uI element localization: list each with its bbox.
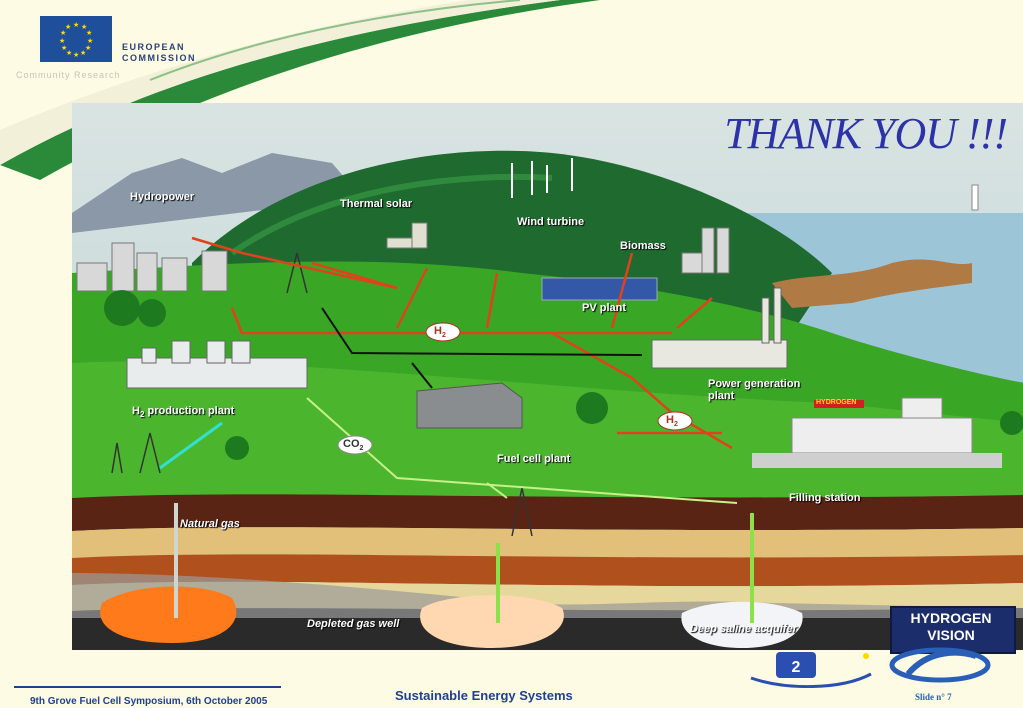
label-h2-production-text: production plant [147,405,235,417]
h2-badge-1-text: H [434,325,442,337]
h2-badge-2-text: H [666,414,674,426]
scene-illustration [72,103,1023,650]
institution-line-1: EUROPEAN [122,42,186,52]
svg-text:★: ★ [65,23,71,31]
co2-badge: CO2 [343,438,364,453]
label-natural-gas: Natural gas [180,518,240,530]
svg-text:★: ★ [73,51,79,59]
svg-text:★: ★ [73,21,79,29]
hydrogen-vision-box [890,606,1016,654]
footer-event: 9th Grove Fuel Cell Symposium, 6th Octob… [30,696,268,707]
svg-text:★: ★ [86,29,92,37]
label-wind-turbine: Wind turbine [517,216,585,228]
svg-text:★: ★ [87,37,93,45]
label-power-generation-line-2: plant [708,390,735,402]
label-power-generation: Power generation plant [708,378,800,402]
label-power-generation-line-1: Power generation [708,378,801,390]
svg-text:★: ★ [59,37,65,45]
eu-flag-logo: ★★★ ★★★ ★★★ ★★★ [40,16,112,62]
svg-text:★: ★ [61,44,67,52]
header-swoosh [0,0,600,180]
h2-badge-1: H2 [434,325,446,340]
label-deep-saline-acquifer: Deep saline acquifer [690,623,797,635]
svg-text:★: ★ [80,49,86,57]
directorate-text: Community Research [16,70,121,80]
hydrogen-vision-line-1: HYDROGEN [910,610,992,626]
label-filling-station: Filling station [789,492,861,504]
footer-title: Sustainable Energy Systems [395,688,573,703]
label-hydropower: Hydropower [130,191,195,203]
svg-text:★: ★ [81,23,87,31]
hydrogen-station-sign: HYDROGEN [816,399,857,406]
slide-number: Slide n° 7 [915,692,952,702]
label-biomass: Biomass [620,240,666,252]
partner-logo [889,647,991,683]
svg-text:★: ★ [85,44,91,52]
label-depleted-gas-well: Depleted gas well [307,618,400,630]
footer-rule [14,686,281,688]
label-h2-production-plant: H2 production plant [132,405,235,420]
svg-text:2: 2 [792,659,801,676]
svg-text:★: ★ [66,49,72,57]
co2-badge-text: CO [343,438,360,450]
svg-text:★: ★ [60,29,66,37]
slide-title: THANK YOU !!! [724,109,1008,158]
hydrogen-vision-text: HYDROGEN VISION [890,610,1012,644]
label-pv-plant: PV plant [582,302,627,314]
h2-logo: 2 [750,652,872,688]
hydrogen-energy-scene: Hydropower Thermal solar Wind turbine Bi… [72,103,1023,650]
label-fuel-cell-plant: Fuel cell plant [497,453,571,465]
institution-line-2: COMMISSION [122,53,197,63]
h2-badge-2: H2 [666,414,678,429]
label-thermal-solar: Thermal solar [340,198,413,210]
hydrogen-vision-line-2: VISION [927,627,975,643]
eu-institution-text: EUROPEAN COMMISSION [122,42,196,64]
